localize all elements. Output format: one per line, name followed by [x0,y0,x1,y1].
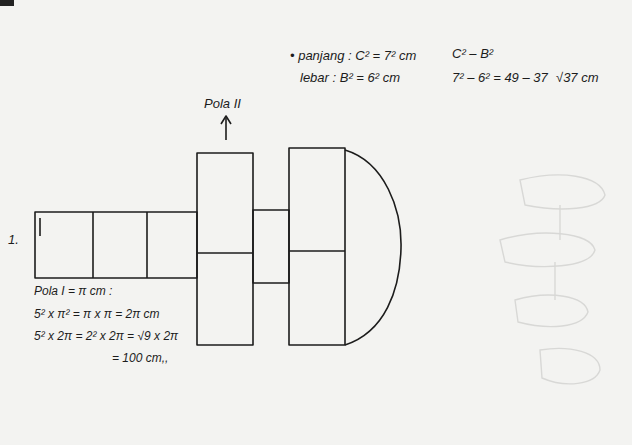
paper-edge [0,0,14,6]
formula-text: lebar : B² = 6² cm [300,70,400,86]
formula-text: 7² – 6² = 49 – 37 [452,70,548,86]
working-text: 5² x π² = π x π = 2π cm [34,307,160,321]
question-number: 1. [8,232,19,248]
pattern-label: Pola I = π cm : [34,284,112,298]
tall-face [197,153,253,345]
middle-face [253,210,289,283]
leader-arrow [225,118,227,140]
faint-show-through [500,175,605,384]
result-text: = 100 cm,, [112,351,168,365]
formula-text: √37 cm [556,70,599,86]
formula-text: C² – B² [452,46,493,62]
formula-text: • panjang : C² = 7² cm [290,48,416,64]
pattern-one-strip [35,212,197,278]
pattern-label: Pola II [204,96,241,112]
curved-face [345,150,401,345]
working-text: 5² x 2π = 2² x 2π = √9 x 2π [34,329,178,343]
tall-face [289,148,345,345]
